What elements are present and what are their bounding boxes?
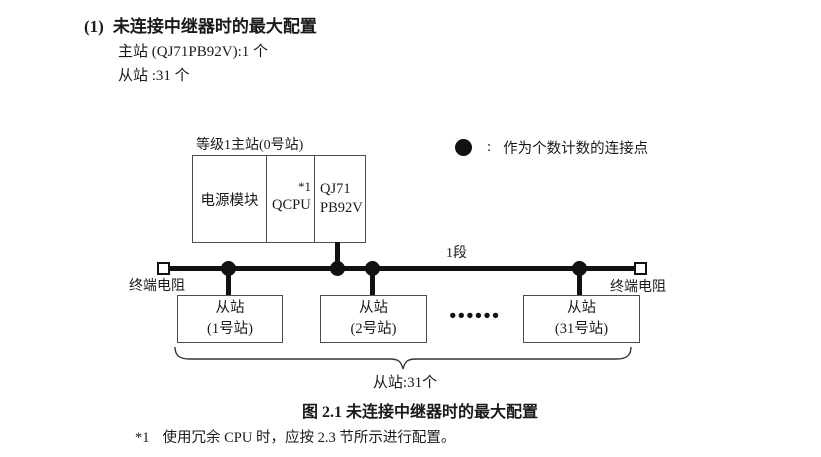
connection-point-icon [455,139,472,156]
slave31-drop-line [577,268,582,296]
master-station-label: 等级1主站(0号站) [196,138,304,153]
section-number: (1) [84,17,104,36]
qj71pb92v-line2: PB92V [320,200,363,216]
terminating-resistor-right-icon [634,262,647,275]
legend-colon: : [487,139,492,155]
slave-station-box-2: 从站 (2号站) [320,295,427,343]
slave-count-text: 从站 :31 个 [118,68,190,84]
master-station-box: 电源模块 *1 QCPU QJ71 PB92V [192,155,366,243]
slave-station-box-1: 从站 (1号站) [177,295,283,343]
section-heading: (1) 未连接中继器时的最大配置 [84,12,317,37]
qj71pb92v-line1: QJ71 [320,180,351,197]
footnote: *1 使用冗余 CPU 时，应按 2.3 节所示进行配置。 [135,426,455,447]
master-drop-line [335,242,340,268]
connection-point-icon [330,261,345,276]
slave2-drop-line [370,268,375,296]
slave-label: 从站 [215,299,245,316]
slave-station-number: (31号站) [554,321,609,337]
master-count-text: 主站 (QJ71PB92V):1 个 [118,44,269,60]
segment-label: 1段 [446,246,467,261]
qj71pb92v-cell: QJ71 PB92V [314,156,365,242]
brace-icon [174,346,632,370]
footnote-text: 使用冗余 CPU 时，应按 2.3 节所示进行配置。 [162,430,456,446]
figure-caption: 图 2.1 未连接中继器时的最大配置 [301,404,538,421]
section-title: 未连接中继器时的最大配置 [112,17,317,36]
qcpu-label: QCPU [272,197,311,213]
qcpu-footnote-marker: *1 [298,179,311,194]
slave-station-number: (2号站) [350,321,397,337]
slave-total-label: 从站:31个 [372,375,438,391]
slave-label: 从站 [359,299,388,316]
slave-station-number: (1号站) [207,321,253,337]
footnote-marker: *1 [135,430,150,446]
terminating-resistor-left-label: 终端电阻 [129,279,185,294]
slave1-drop-line [226,268,231,296]
slave-label: 从站 [567,299,596,316]
terminating-resistor-right-label: 终端电阻 [610,280,666,295]
bus-line [170,266,637,271]
slave-station-box-31: 从站 (31号站) [523,295,640,343]
power-module-cell: 电源模块 [200,192,259,209]
terminating-resistor-left-icon [157,262,170,275]
ellipsis-dots-icon: ●●●●●● [449,308,501,322]
legend-text: 作为个数计数的连接点 [503,141,649,157]
qcpu-cell: *1 QCPU [266,156,314,242]
legend: : 作为个数计数的连接点 [455,137,648,158]
